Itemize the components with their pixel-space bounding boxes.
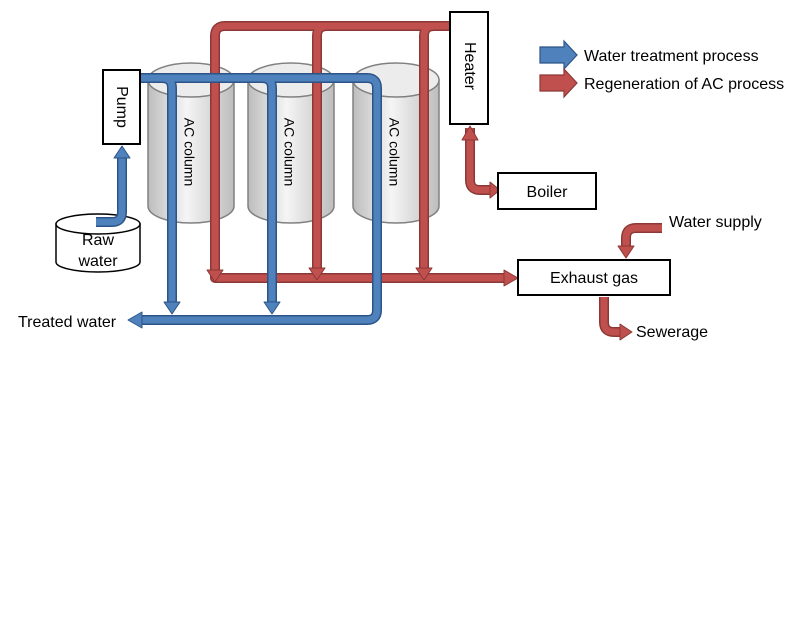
sewerage-label: Sewerage (636, 324, 708, 341)
water-pipes (96, 73, 382, 329)
regen-pipes (206, 21, 662, 341)
boiler-label: Boiler (527, 184, 569, 201)
legend-regen-arrow-icon (539, 67, 578, 99)
raw-water-label-line2: water (77, 253, 118, 270)
pump-label: Pump (113, 86, 130, 128)
water-supply-label: Water supply (669, 214, 762, 231)
ac-column-1-label: AC column (181, 118, 197, 186)
exhaust-gas-label: Exhaust gas (550, 270, 638, 287)
raw-water-label-line1: Raw (82, 232, 114, 249)
treated-water-label: Treated water (18, 314, 117, 331)
boiler-box (497, 172, 597, 210)
legend: Water treatment process Regeneration of … (539, 39, 784, 99)
pump-box (102, 69, 141, 145)
ac-column-2-label: AC column (281, 118, 297, 186)
exhaust-gas-box (517, 259, 671, 296)
legend-regen-label: Regeneration of AC process (584, 76, 784, 93)
legend-water-arrow-icon (539, 39, 578, 71)
ac-column-3-label: AC column (386, 118, 402, 186)
heater-box (449, 11, 489, 125)
legend-water-label: Water treatment process (584, 48, 759, 65)
heater-label: Heater (461, 42, 478, 91)
